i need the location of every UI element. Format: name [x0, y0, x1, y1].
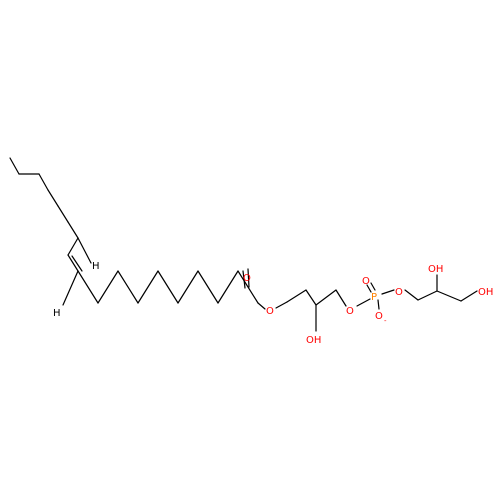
glycerol-bonds	[286, 289, 347, 332]
phosphoryl-oxygen-label: O	[362, 276, 370, 287]
negative-charge-label: -	[384, 317, 387, 325]
phosphate-anion-oxygen-label: O	[375, 311, 383, 322]
alkyl-tail-bonds	[9, 157, 92, 264]
glycerol-hydroxyl-label: OH	[306, 335, 321, 346]
head-hydroxyl-label-1: OH	[428, 264, 443, 275]
ester-bonds	[242, 268, 288, 310]
acyl-chain-bonds	[77, 270, 259, 304]
head-group-bonds	[404, 274, 478, 302]
carbonyl-oxygen-label: O	[243, 273, 251, 284]
phosphate-bonds	[356, 282, 395, 310]
phosphate-ester-oxygen-left-label: O	[346, 306, 354, 317]
double-bond-cis	[62, 254, 83, 306]
head-hydroxyl-label-2: OH	[478, 287, 493, 298]
ester-oxygen-label: O	[266, 306, 274, 317]
hydrogen-label-lower: H	[53, 308, 61, 319]
phosphate-ester-oxygen-right-label: O	[395, 287, 403, 298]
phosphorus-label: P	[371, 292, 377, 303]
hydrogen-label-upper: H	[92, 261, 100, 272]
